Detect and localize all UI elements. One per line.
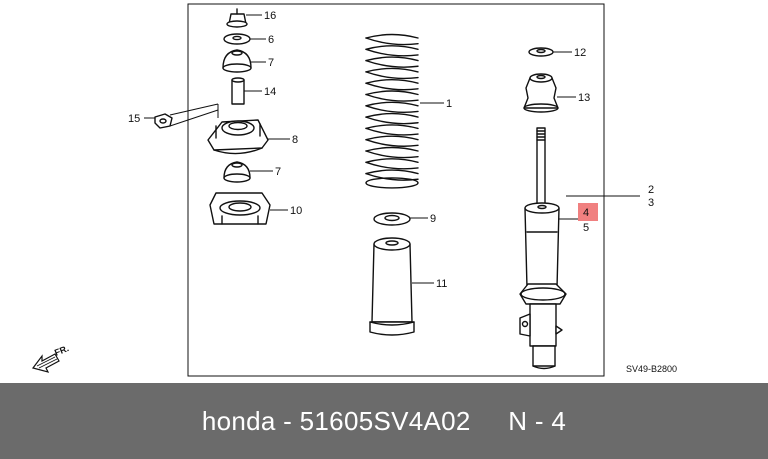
spring-coil-front [365, 82, 419, 91]
washer-part-9 [373, 212, 411, 226]
callout-11: 11 [436, 278, 447, 290]
spring-coil-back [365, 101, 419, 107]
bushing-part-7-lower [223, 161, 251, 183]
upper-mount-part-8 [207, 119, 269, 155]
spring-coil-front [365, 116, 419, 125]
callout-1: 1 [446, 98, 452, 110]
spring-coil-front [365, 127, 419, 136]
callout-9: 9 [430, 213, 436, 225]
spring-coil-back [365, 135, 419, 141]
callout-15: 15 [128, 113, 140, 125]
callout-16: 16 [264, 10, 276, 22]
spring-coil-front [365, 59, 419, 68]
nut-part-16 [226, 8, 248, 28]
coil-spring-part-1 [365, 33, 419, 189]
strut-assembly [519, 127, 567, 370]
footer-bar: honda - 51605SV4A02 N - 4 [0, 383, 768, 459]
parts-diagram: 16 6 7 14 15 8 [31, 3, 677, 377]
diagram-code: SV49-B2800 [626, 364, 677, 374]
callout-7-lower: 7 [275, 166, 281, 178]
callout-7-upper: 7 [268, 57, 274, 69]
spring-coil-back [365, 90, 419, 96]
washer-part-6 [223, 33, 251, 45]
spring-coil-front [365, 93, 419, 102]
spring-coil-front [365, 48, 419, 57]
callout-4: 4 [583, 207, 589, 219]
spring-coil-front [365, 161, 419, 170]
callout-5: 5 [583, 222, 589, 234]
spring-coil-front [365, 139, 419, 147]
callout-10: 10 [290, 205, 302, 217]
callout-12: 12 [574, 47, 586, 59]
spring-coil-back [365, 67, 419, 73]
footer-caption: honda - 51605SV4A02 N - 4 [201, 405, 567, 436]
callout-14: 14 [264, 86, 276, 98]
spring-coil-back [365, 124, 419, 130]
highlight-box-4 [578, 203, 598, 221]
callout-3: 3 [648, 197, 654, 209]
spring-coil-back [365, 112, 419, 118]
direction-label: FR. [53, 343, 70, 358]
spring-coil-front [365, 71, 419, 80]
spring-coil-back [365, 169, 419, 175]
spring-coil-front [365, 105, 419, 114]
dust-boot-part-11 [369, 237, 415, 336]
collar-part-14 [231, 77, 245, 105]
bushing-part-7-upper [222, 49, 252, 73]
washer-part-12 [528, 47, 554, 57]
spring-coil-back [365, 158, 419, 163]
front-arrow-icon [31, 353, 60, 373]
spring-coil-back [365, 33, 419, 39]
flange-nut-part-15 [154, 113, 173, 129]
diagram-frame [187, 3, 605, 377]
callout-8: 8 [292, 134, 298, 146]
callout-13: 13 [578, 92, 590, 104]
spring-coil-front [365, 37, 419, 46]
spring-seat-part-10 [209, 192, 271, 225]
spring-coil-back [365, 79, 419, 84]
callout-2: 2 [648, 184, 654, 196]
spring-coil-end [365, 177, 419, 189]
spring-coil-back [365, 56, 419, 62]
bump-stop-part-13 [523, 73, 559, 113]
callout-6: 6 [268, 34, 274, 46]
spring-coil-back [365, 45, 419, 50]
spring-coil-back [365, 146, 419, 152]
spring-coil-front [365, 150, 419, 159]
